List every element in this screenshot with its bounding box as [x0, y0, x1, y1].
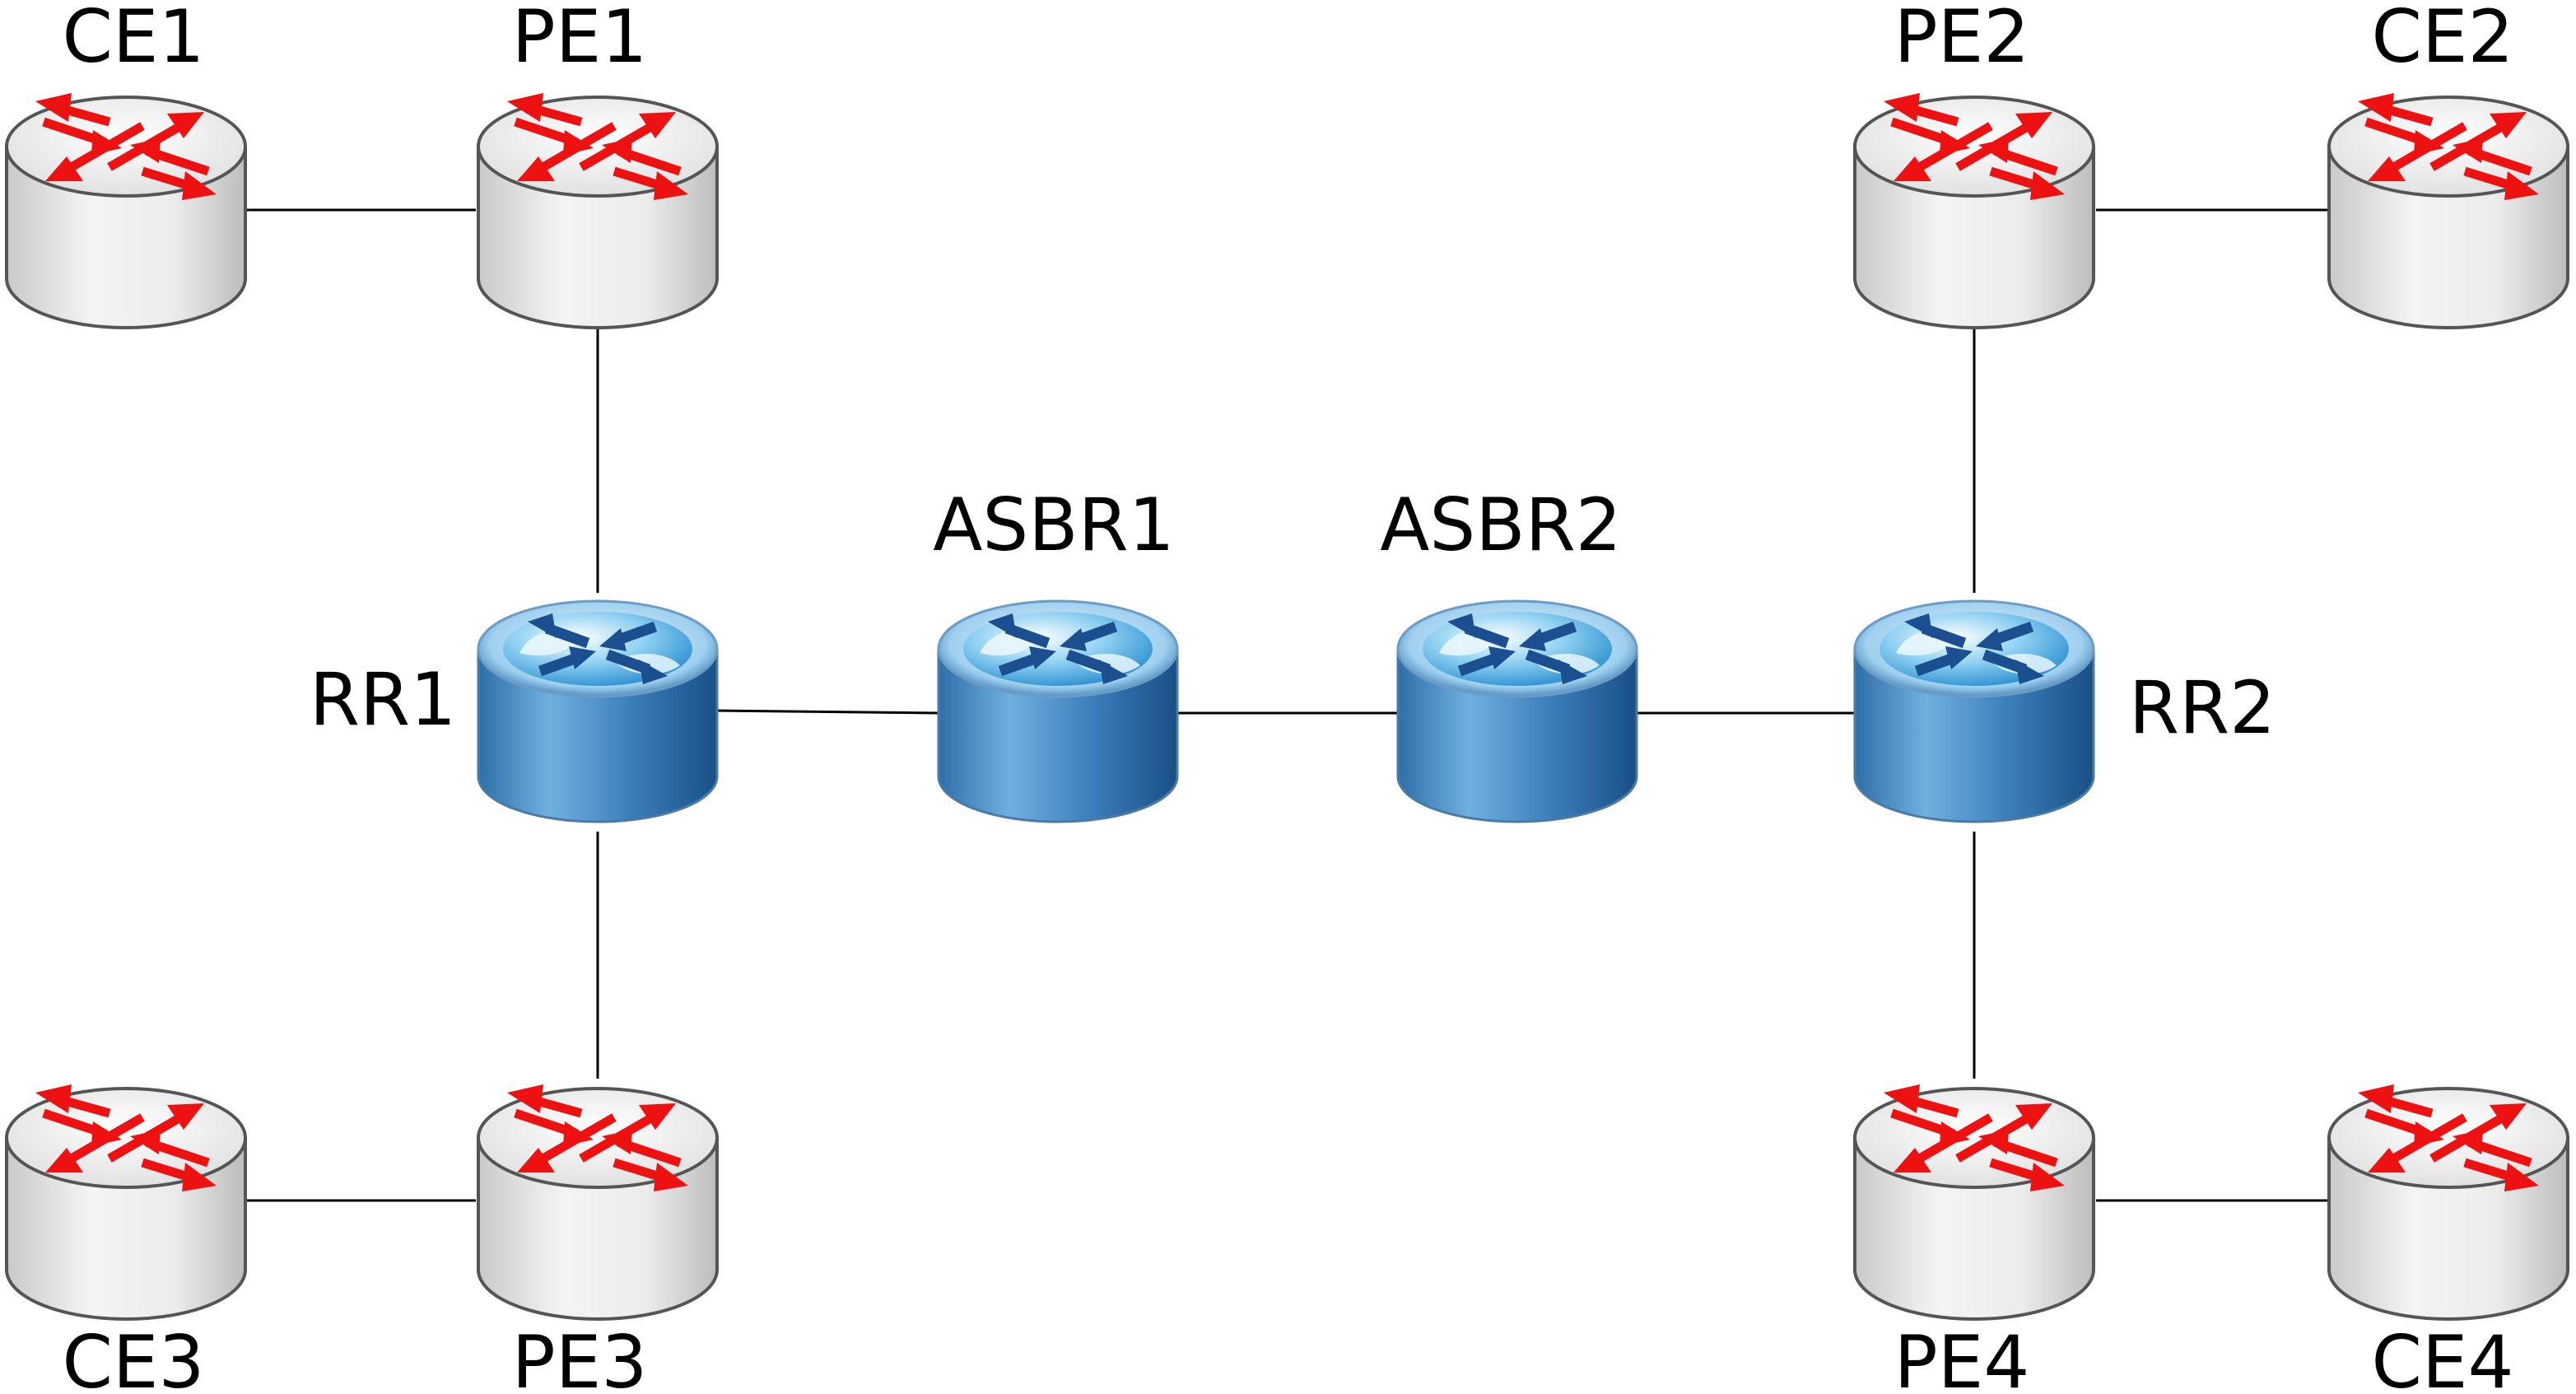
label-asbr2: ASBR2 — [1380, 483, 1622, 567]
router-red-arrows-icon — [2329, 93, 2568, 328]
router-red-arrows-icon — [2329, 1084, 2568, 1319]
label-ce3: CE3 — [62, 1320, 204, 1394]
router-pe1[interactable] — [478, 93, 717, 328]
label-asbr1: ASBR1 — [933, 483, 1175, 567]
router-red-arrows-icon — [1855, 93, 2094, 328]
label-rr1: RR1 — [310, 657, 456, 742]
link-rr1-asbr1 — [715, 709, 939, 715]
label-pe3: PE3 — [512, 1320, 648, 1394]
router-red-arrows-icon — [1855, 1084, 2094, 1319]
router-ce4[interactable] — [2329, 1084, 2568, 1319]
router-red-arrows-icon — [478, 93, 717, 328]
label-pe4: PE4 — [1894, 1320, 2030, 1394]
label-rr2: RR2 — [2129, 665, 2276, 750]
router-ce1[interactable] — [7, 93, 245, 328]
router-rr2[interactable] — [1855, 601, 2094, 822]
router-globe-icon — [939, 601, 1177, 822]
router-asbr2[interactable] — [1398, 601, 1637, 822]
router-globe-icon — [478, 601, 717, 822]
router-pe2[interactable] — [1855, 93, 2094, 328]
label-pe2: PE2 — [1894, 0, 2030, 79]
router-globe-icon — [1398, 601, 1637, 822]
label-ce4: CE4 — [2371, 1320, 2513, 1394]
router-ce3[interactable] — [7, 1084, 245, 1319]
label-pe1: PE1 — [512, 0, 648, 79]
label-ce1: CE1 — [62, 0, 204, 79]
router-pe3[interactable] — [478, 1084, 717, 1319]
router-red-arrows-icon — [478, 1084, 717, 1319]
router-red-arrows-icon — [7, 1084, 245, 1319]
router-asbr1[interactable] — [939, 601, 1177, 822]
router-rr1[interactable] — [478, 601, 717, 822]
links-layer — [247, 208, 2328, 1202]
router-globe-icon — [1855, 601, 2094, 822]
router-pe4[interactable] — [1855, 1084, 2094, 1319]
router-red-arrows-icon — [7, 93, 245, 328]
label-ce2: CE2 — [2371, 0, 2513, 79]
router-ce2[interactable] — [2329, 93, 2568, 328]
